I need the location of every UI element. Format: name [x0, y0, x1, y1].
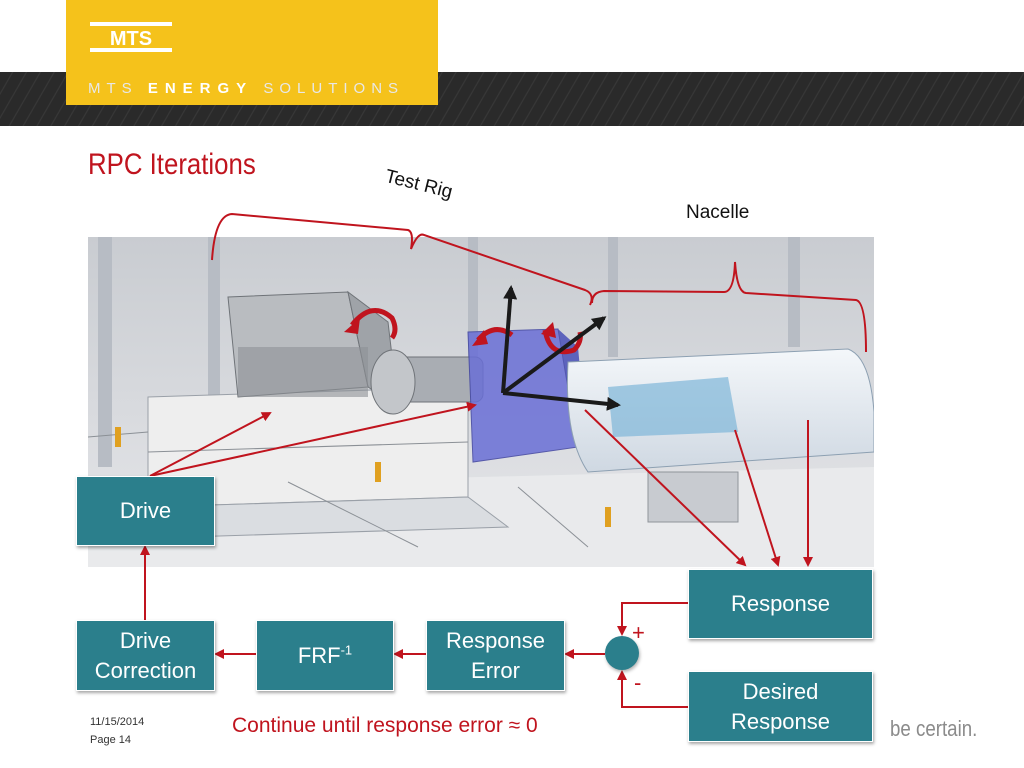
- drive-box: Drive: [76, 476, 215, 546]
- continue-note: Continue until response error ≈ 0: [232, 714, 538, 737]
- frf-inverse-box: FRF-1: [256, 620, 394, 691]
- footer-page-number: Page 14: [90, 734, 131, 746]
- tagline: MTS ENERGY SOLUTIONS: [88, 80, 405, 97]
- response-box: Response: [688, 569, 873, 639]
- summing-junction: [605, 636, 639, 670]
- slide-title: RPC Iterations: [88, 148, 256, 181]
- footer-date: 11/15/2014: [90, 716, 145, 728]
- plus-sign: +: [632, 620, 645, 645]
- logo-text: MTS: [110, 28, 152, 50]
- test-rig-label: Test Rig: [382, 166, 455, 203]
- logo-block: [66, 0, 438, 105]
- slogan: be certain.: [890, 716, 978, 741]
- minus-sign: -: [634, 670, 642, 695]
- nacelle-label: Nacelle: [686, 202, 750, 223]
- mts-logo: MTS: [90, 22, 172, 52]
